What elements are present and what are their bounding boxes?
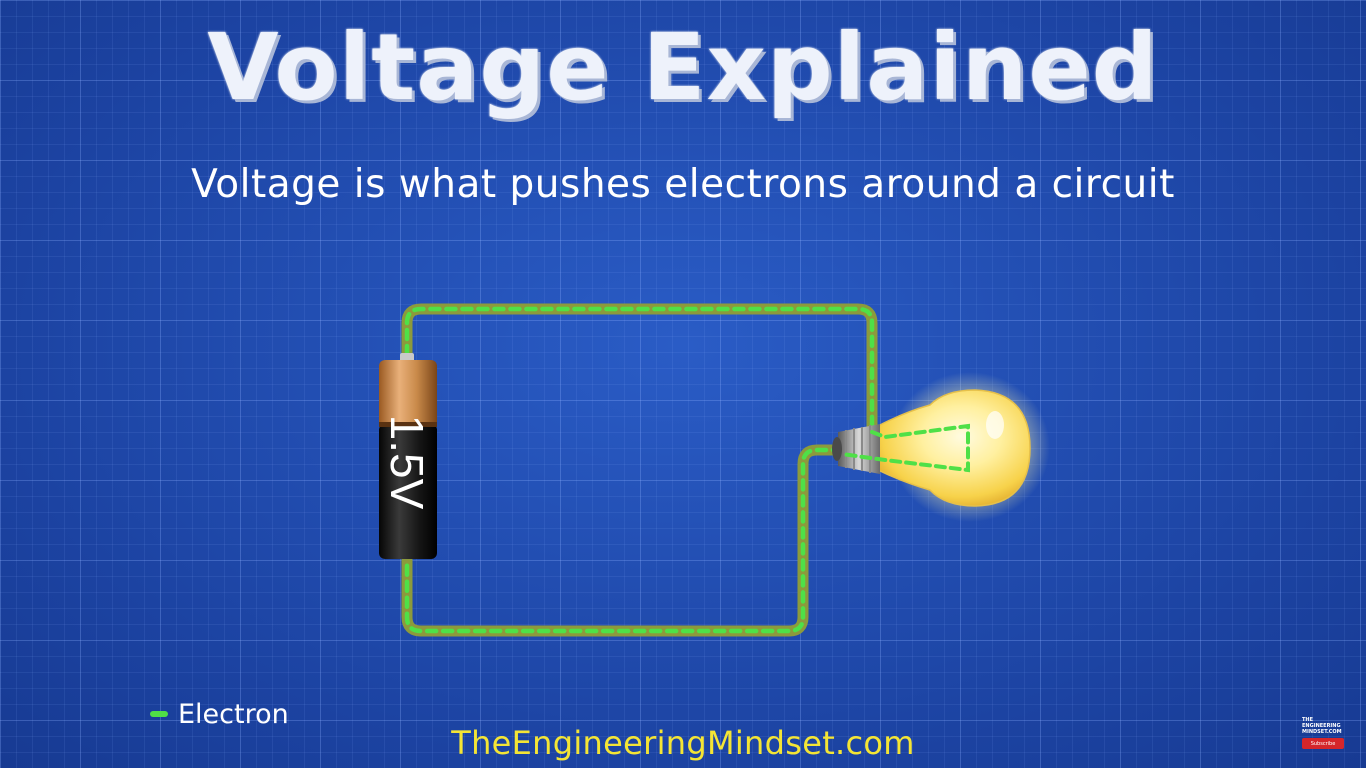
logo-line3: MINDSET.COM: [1302, 729, 1342, 735]
legend-label: Electron: [178, 698, 289, 730]
battery-cap: [379, 360, 437, 428]
bulb-glass: [877, 389, 1031, 507]
logo-line1: THE: [1302, 717, 1314, 723]
battery-band: [379, 422, 437, 427]
channel-logo[interactable]: THE ENGINEERING MINDSET.COM Subscribe: [1302, 717, 1346, 749]
legend: Electron: [150, 697, 289, 731]
page-title: Voltage Explained: [207, 14, 1159, 121]
website-footer: TheEngineeringMindset.com: [451, 724, 915, 762]
page-subtitle: Voltage is what pushes electrons around …: [191, 162, 1175, 207]
subscribe-label: Subscribe: [1310, 740, 1336, 747]
battery: [379, 353, 437, 559]
electron-legend-swatch: [150, 711, 168, 717]
bulb-contact: [832, 437, 842, 461]
light-bulb: [832, 372, 1050, 522]
battery-voltage-label: 1.5V: [381, 414, 433, 510]
logo-line2: ENGINEERING: [1302, 723, 1341, 729]
electron-flow: [404, 306, 875, 634]
battery-terminal: [400, 353, 414, 362]
bulb-filament: [840, 423, 970, 473]
bulb-highlight: [986, 411, 1004, 439]
battery-body: [379, 424, 437, 559]
subscribe-button[interactable]: Subscribe: [1302, 738, 1344, 749]
